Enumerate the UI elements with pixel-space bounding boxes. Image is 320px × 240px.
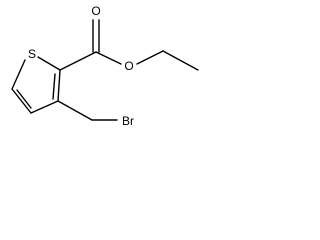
bond-c3-c4 [30, 100, 59, 114]
bond-c2-c3 [57, 69, 61, 102]
carbonyl-oxygen-label: O [91, 4, 100, 18]
bond-c5-s [11, 59, 26, 90]
sulfur-atom-label: S [28, 47, 36, 61]
bromine-atom-label: Br [122, 114, 134, 128]
bond-s-c2 [37, 56, 61, 71]
bond-c2-c3-inner [52, 73, 56, 100]
bond-carbonyl-ester-o [95, 51, 122, 65]
molecule-structure: S O O Br [11, 4, 199, 128]
bond-ester-o-ch2 [136, 50, 164, 65]
bond-ch2-ch3 [162, 50, 199, 71]
bond-c4-c5 [11, 88, 32, 114]
bond-c3-ch2 [57, 100, 93, 121]
bond-c2-carbonyl [59, 51, 97, 71]
bond-c4-c5-inner [16, 89, 32, 109]
ester-oxygen-label: O [124, 59, 133, 73]
